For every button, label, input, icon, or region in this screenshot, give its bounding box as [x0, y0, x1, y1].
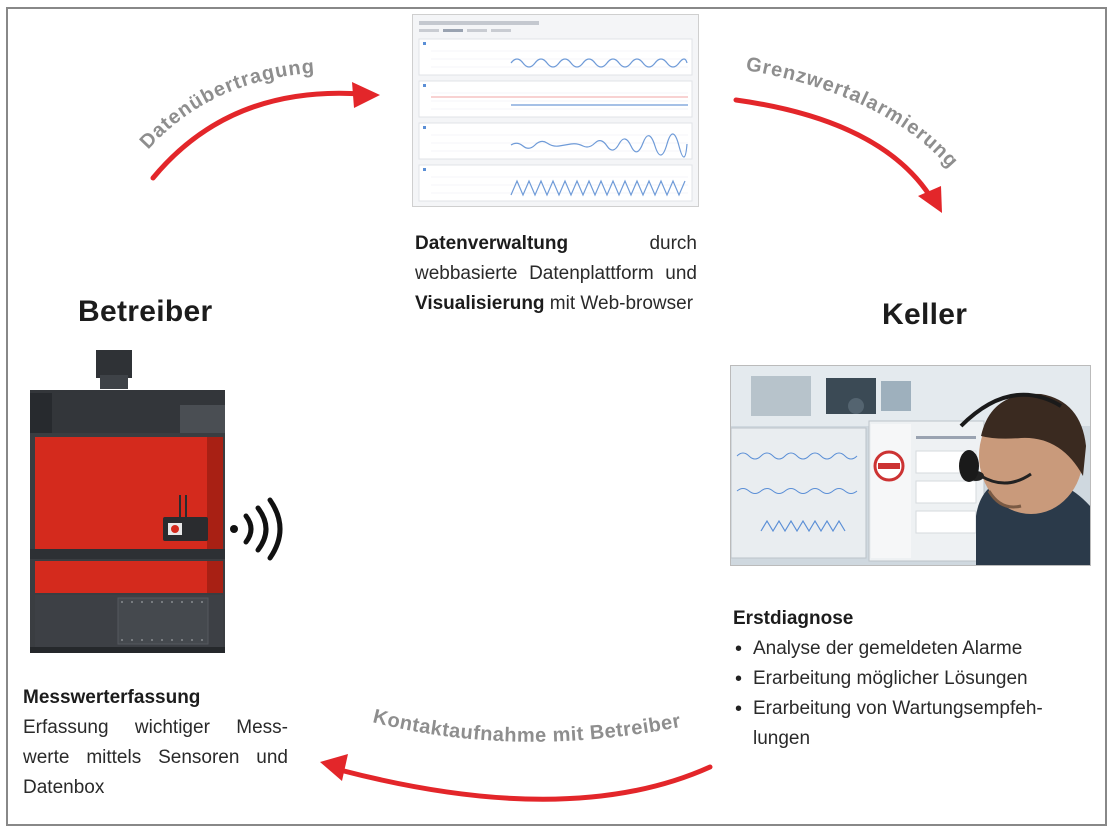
data-management-bold: Datenverwaltung — [415, 233, 569, 254]
boiler-machine-image — [30, 350, 225, 653]
label-contact: Kontaktaufnahme mit Betreiber — [371, 706, 683, 747]
arrow-head-data-transfer — [352, 82, 380, 108]
diagnosis-list: Analyse der gemeldeten Alarme Erarbeitun… — [733, 634, 1073, 754]
arrow-head-limit-alarm — [918, 186, 942, 213]
diagnosis-block: Erstdiagnose Analyse der gemeldeten Alar… — [733, 604, 1073, 754]
data-management-text: Datenverwaltung durch webbasierte Datenp… — [415, 229, 697, 319]
technician-photo — [730, 365, 1091, 566]
dashboard-screenshot — [412, 14, 699, 207]
data-management-desc: durch webbasierte Datenplattform und — [415, 233, 697, 284]
label-data-transfer: Datenübertragung — [136, 56, 316, 154]
measurement-block: Messwerterfassung Erfassung wichtiger Me… — [23, 683, 288, 803]
diagnosis-item: Erarbeitung möglicher Lösungen — [733, 664, 1073, 694]
measurement-text: Erfassung wichtiger Mess-werte mittels S… — [23, 717, 288, 798]
heading-operator: Betreiber — [78, 295, 213, 328]
technician-photo-illustration — [731, 366, 1090, 565]
diagnosis-title: Erstdiagnose — [733, 608, 854, 629]
arrow-contact — [337, 764, 713, 802]
diagnosis-item: Analyse der gemeldeten Alarme — [733, 634, 1073, 664]
diagnosis-item: Erarbeitung von Wartungsempfeh-lungen — [733, 694, 1071, 754]
label-limit-alarm: Grenzwertalarmierung — [744, 53, 963, 172]
arrow-head-contact — [320, 754, 348, 781]
arrow-limit-alarm — [733, 97, 933, 199]
visualization-desc: mit Web-browser — [544, 293, 694, 314]
visualization-bold: Visualisierung — [415, 293, 545, 314]
measurement-title: Messwerterfassung — [23, 687, 201, 708]
dashboard-chart-thumbnails — [413, 15, 698, 206]
arrow-data-transfer — [150, 90, 365, 181]
heading-keller: Keller — [882, 298, 968, 331]
wireless-signal-icon — [230, 497, 283, 561]
motor — [96, 350, 132, 378]
